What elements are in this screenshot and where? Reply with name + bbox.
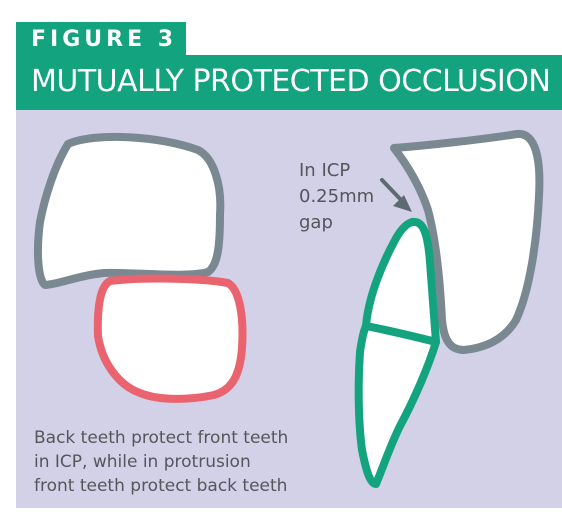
figure-caption: Back teeth protect front teeth in ICP, w… (34, 426, 288, 498)
caption-line: front teeth protect back teeth (34, 474, 288, 498)
annotation-line: gap (299, 210, 374, 236)
annotation-line: In ICP (299, 158, 374, 184)
gap-annotation: In ICP 0.25mm gap (299, 158, 374, 236)
lower-back-tooth (98, 279, 243, 399)
lower-incisor-crown (366, 222, 436, 342)
annotation-line: 0.25mm (299, 184, 374, 210)
upper-back-tooth (38, 137, 220, 285)
lower-incisor-root (359, 326, 436, 484)
caption-line: Back teeth protect front teeth (34, 426, 288, 450)
caption-line: in ICP, while in protrusion (34, 450, 288, 474)
gap-arrow-icon (382, 180, 412, 212)
